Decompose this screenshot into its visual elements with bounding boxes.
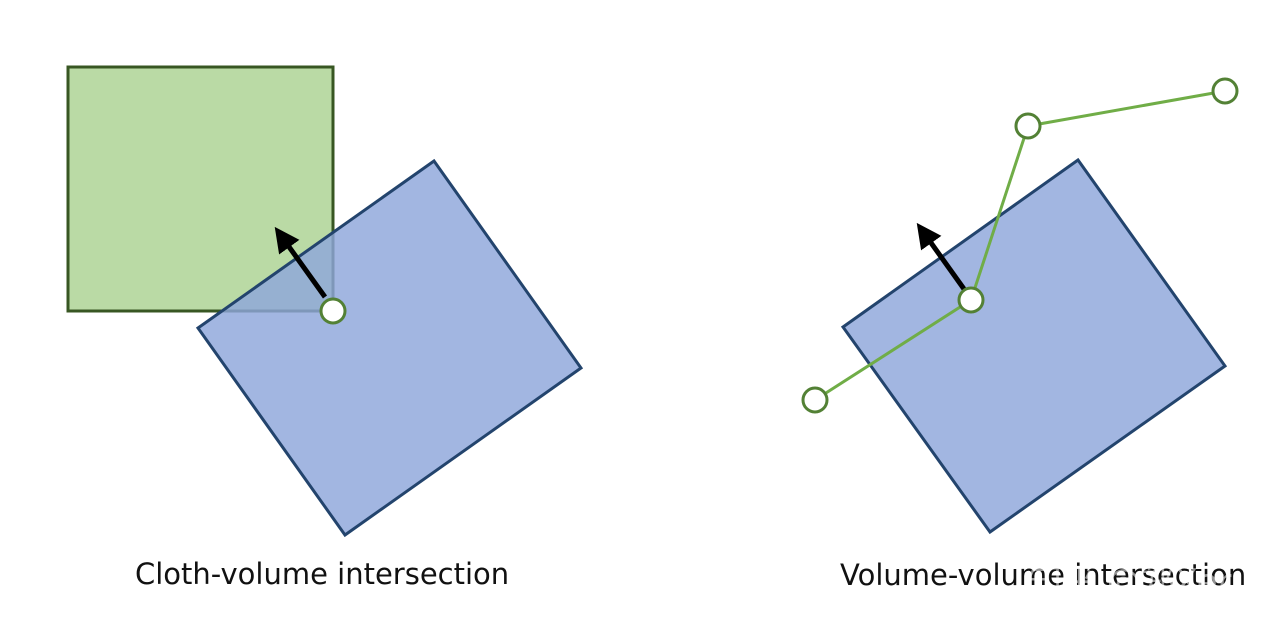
volume-box bbox=[195, 158, 584, 538]
strand-vertex bbox=[1211, 77, 1239, 105]
volume-volume-panel: Volume-volume intersection bbox=[801, 77, 1246, 592]
intersection-vertex bbox=[957, 286, 985, 314]
volume-volume-caption: Volume-volume intersection bbox=[840, 558, 1246, 592]
normal-arrow bbox=[916, 222, 967, 291]
normal-arrow bbox=[274, 226, 328, 299]
cloth-volume-caption: Cloth-volume intersection bbox=[135, 557, 509, 591]
cloth-volume-panel: Cloth-volume intersection bbox=[66, 65, 584, 591]
watermark: 知乎 @郑Xer bbox=[1028, 562, 1231, 602]
cloth-strand bbox=[814, 89, 1226, 402]
strand-vertex bbox=[1014, 112, 1042, 140]
strand-vertex bbox=[801, 386, 829, 414]
intersection-vertex bbox=[319, 297, 347, 325]
